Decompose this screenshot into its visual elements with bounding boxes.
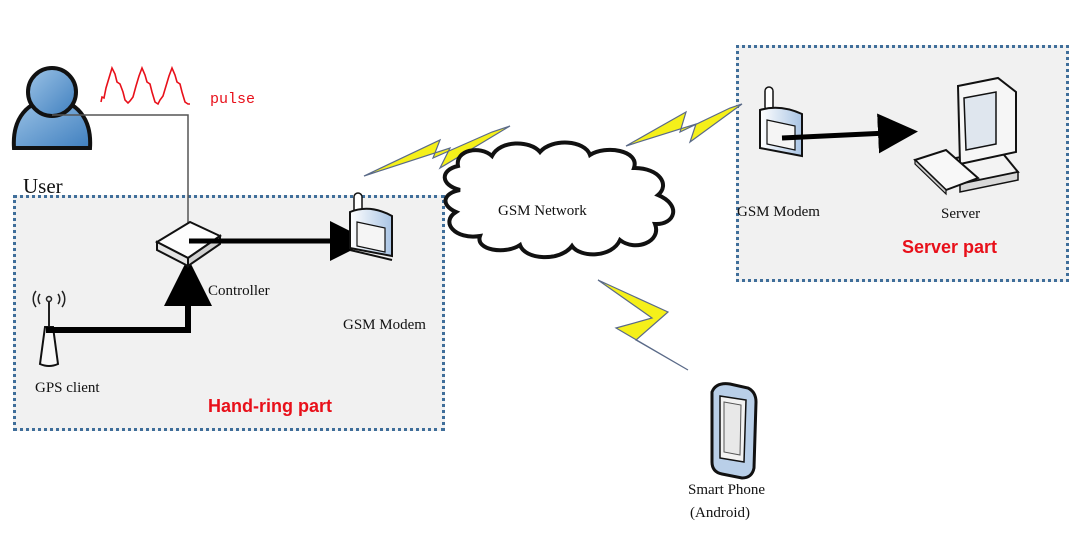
lightning-bolt-icon — [625, 103, 743, 147]
pulse-label: pulse — [210, 91, 256, 108]
gsm-modem-icon — [349, 192, 393, 261]
gsm-modem-label: GSM Modem — [343, 317, 426, 333]
lightning-bolt-icon — [363, 125, 511, 177]
smartphone-icon — [710, 382, 758, 480]
gps-client-label: GPS client — [35, 380, 100, 396]
gps-controller-arrow — [46, 258, 212, 333]
user-controller-line — [52, 114, 189, 240]
gps-antenna-icon — [32, 290, 66, 367]
cloud-icon — [442, 140, 676, 260]
lightning-bolt-icon — [597, 279, 689, 371]
server-label: Server — [941, 206, 981, 222]
smart-phone-label: Smart Phone — [688, 482, 766, 498]
controller-label: Controller — [208, 283, 270, 299]
pulse-waveform-icon — [100, 65, 190, 106]
gsm-modem-icon — [759, 86, 803, 158]
computer-icon — [913, 76, 1020, 196]
user-icon — [11, 66, 93, 150]
controller-device-icon — [154, 220, 223, 268]
server-gsm-modem-label: GSM Modem — [737, 204, 820, 220]
modem-server-arrow — [781, 113, 918, 154]
hand-ring-part-title: Hand-ring part — [208, 396, 332, 416]
gsm-network-label: GSM Network — [498, 203, 587, 219]
smart-phone-os-label: (Android) — [690, 505, 750, 521]
server-part-box — [736, 45, 1069, 282]
user-label: User — [23, 174, 63, 198]
server-part-title: Server part — [902, 237, 998, 257]
